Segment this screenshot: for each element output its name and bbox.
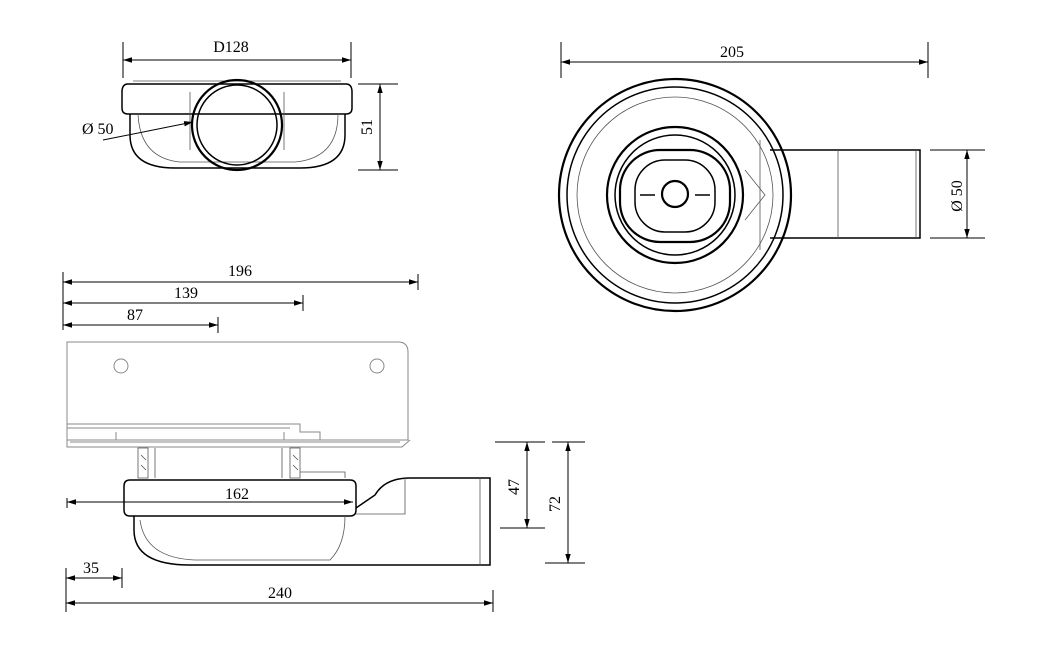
- dim-47: 47: [506, 479, 523, 495]
- plan-view: 205 Ø 50: [557, 42, 985, 313]
- dim-196: 196: [228, 263, 252, 280]
- dim-72: 72: [547, 496, 564, 512]
- dim-51: 51: [359, 119, 376, 135]
- dim-240: 240: [268, 585, 292, 602]
- dim-d128: D128: [213, 39, 249, 56]
- dim-139: 139: [174, 285, 198, 302]
- side-view: 196 139 87 162: [62, 263, 585, 612]
- dim-162: 162: [225, 486, 249, 503]
- dim-205: 205: [720, 44, 744, 61]
- dim-87: 87: [127, 307, 143, 324]
- dim-35: 35: [83, 560, 99, 577]
- front-view: D128 Ø 50 51: [82, 39, 398, 172]
- label-outlet-diameter-plan: Ø 50: [949, 180, 966, 212]
- label-outlet-diameter-front: Ø 50: [82, 121, 114, 138]
